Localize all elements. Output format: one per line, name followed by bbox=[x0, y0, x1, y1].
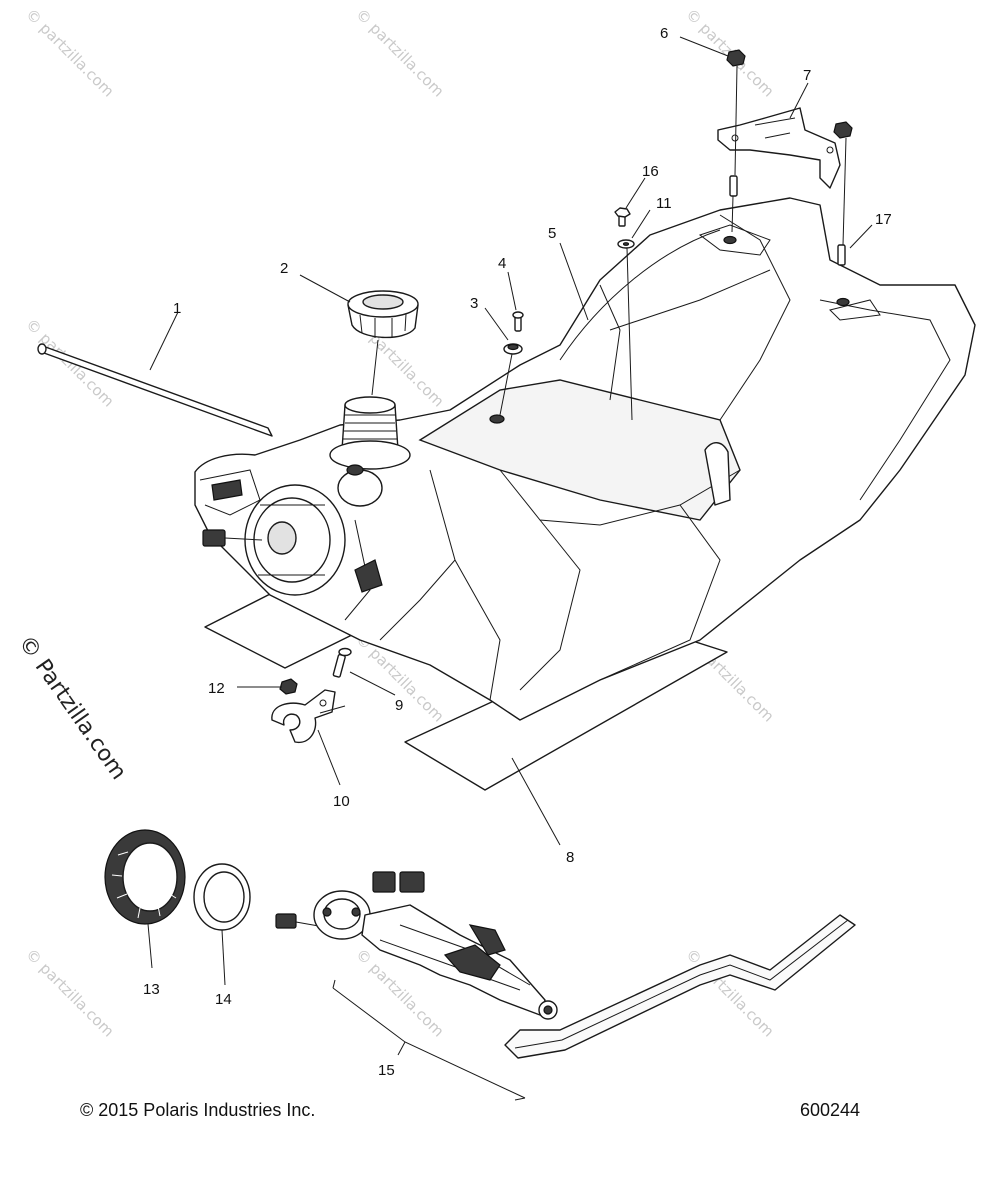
callout-11: 11 bbox=[656, 195, 672, 212]
callout-16: 16 bbox=[642, 163, 659, 180]
part-3-grommet bbox=[503, 343, 523, 355]
callout-17: 17 bbox=[875, 211, 892, 228]
callout-5: 5 bbox=[548, 225, 556, 242]
watermark: © partzilla.com bbox=[22, 5, 117, 100]
part-17-spacer bbox=[729, 175, 846, 266]
callout-8: 8 bbox=[566, 849, 574, 866]
copyright-text: © 2015 Polaris Industries Inc. bbox=[80, 1100, 316, 1120]
part-9-bolt bbox=[332, 647, 352, 678]
callout-15: 15 bbox=[378, 1062, 395, 1079]
callout-10: 10 bbox=[333, 793, 350, 810]
part-11-washer bbox=[617, 239, 635, 249]
diagram-number: 600244 bbox=[800, 1100, 861, 1120]
callout-9: 9 bbox=[395, 697, 403, 714]
part-6-nut bbox=[726, 49, 853, 139]
watermark-side: © Partzilla.com bbox=[13, 631, 131, 784]
filler-neck bbox=[329, 396, 411, 507]
watermark: © partzilla.com bbox=[352, 5, 447, 100]
callout-labels: 1 2 3 4 5 6 7 8 9 10 11 12 13 14 15 16 1… bbox=[143, 25, 892, 1079]
callout-1: 1 bbox=[173, 300, 181, 317]
callout-12: 12 bbox=[208, 680, 225, 697]
callout-2: 2 bbox=[280, 260, 288, 277]
part-10-clamp bbox=[271, 689, 336, 744]
callout-13: 13 bbox=[143, 981, 160, 998]
callout-3: 3 bbox=[470, 295, 478, 312]
part-4-screw bbox=[512, 311, 524, 332]
callout-14: 14 bbox=[215, 991, 232, 1008]
part-12-nut bbox=[279, 678, 298, 695]
part-16-bolt bbox=[614, 207, 631, 227]
part-1-vent-tube bbox=[37, 343, 273, 437]
callout-7: 7 bbox=[803, 67, 811, 84]
leader-lines bbox=[147, 36, 873, 1101]
watermark: © partzilla.com bbox=[22, 945, 117, 1040]
callout-4: 4 bbox=[498, 255, 506, 272]
part-15-fuel-pump bbox=[275, 871, 856, 1059]
part-2-fuel-cap bbox=[347, 290, 419, 339]
part-5-fuel-tank bbox=[194, 197, 976, 721]
callout-6: 6 bbox=[660, 25, 668, 42]
part-7-bracket bbox=[717, 107, 841, 189]
part-13-lock-ring bbox=[104, 829, 186, 925]
part-14-o-ring bbox=[193, 863, 251, 931]
